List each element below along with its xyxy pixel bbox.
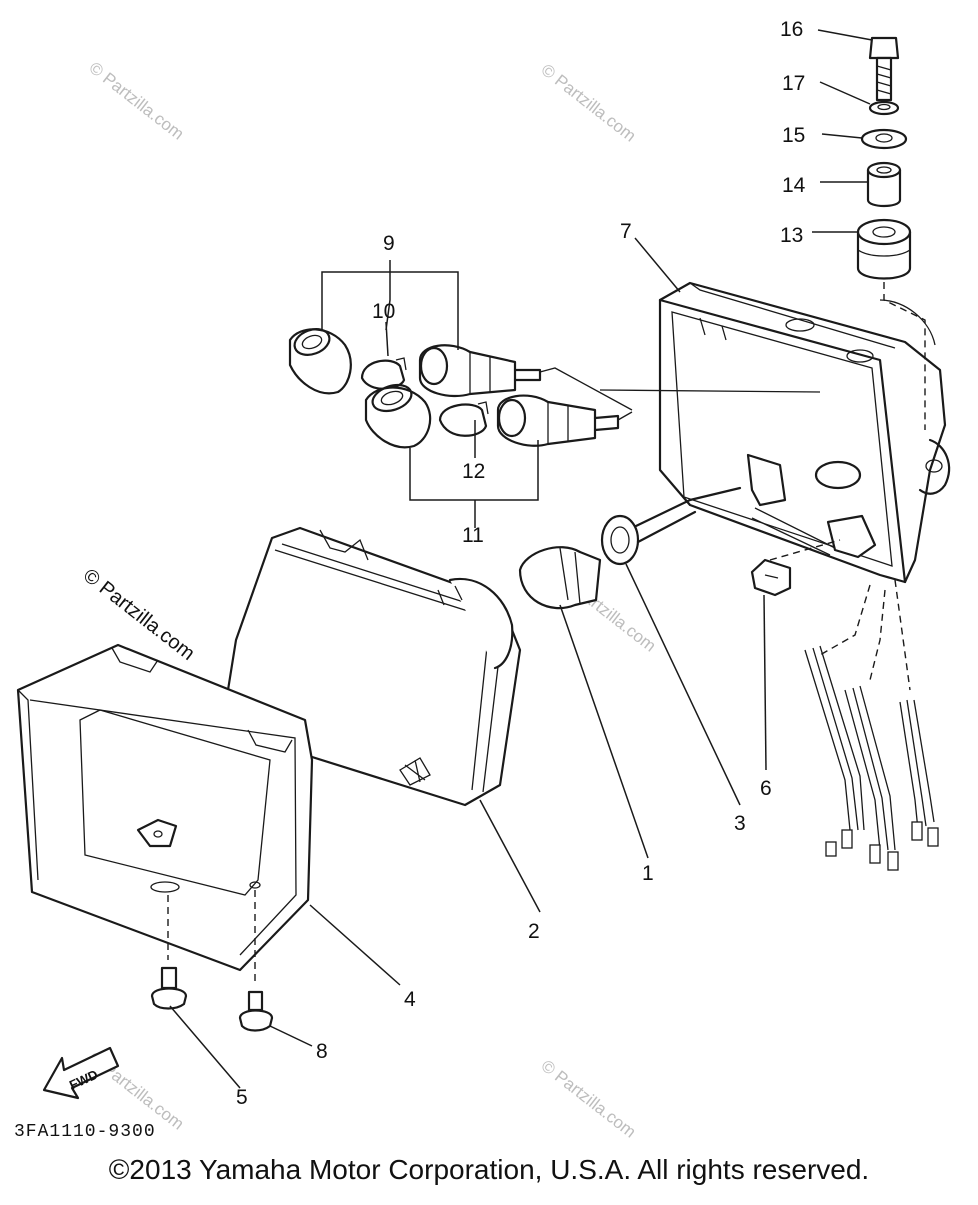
callout-8: 8 bbox=[316, 1040, 328, 1063]
diagram-code: 3FA1110-9300 bbox=[14, 1122, 156, 1142]
callout-15: 15 bbox=[782, 124, 805, 147]
watermark: © Partzilla.com bbox=[538, 1056, 640, 1142]
part-11-bulb-socket-lower bbox=[364, 383, 432, 449]
leader-lines bbox=[169, 29, 873, 1089]
part-3-bulb-socket bbox=[600, 486, 742, 566]
callout-12: 12 bbox=[462, 460, 485, 483]
part-1-headlight-bulb bbox=[518, 546, 602, 610]
copyright-notice: ©2013 Yamaha Motor Corporation, U.S.A. A… bbox=[108, 1154, 870, 1185]
callout-2: 2 bbox=[528, 920, 540, 943]
callout-13: 13 bbox=[780, 224, 803, 247]
callout-14: 14 bbox=[782, 174, 806, 197]
part-15-washer bbox=[860, 128, 908, 150]
assembly-line bbox=[769, 539, 841, 561]
callout-5: 5 bbox=[236, 1086, 248, 1109]
watermark: © Partzilla.com bbox=[86, 58, 188, 144]
part-9-socket-holder-upper bbox=[418, 344, 542, 398]
callout-9: 9 bbox=[383, 232, 395, 255]
part-16-bolt bbox=[868, 36, 900, 102]
callouts: 1 2 3 4 5 6 7 8 9 10 11 12 13 14 15 16 1… bbox=[236, 18, 806, 1109]
part-10-bulb-upper bbox=[360, 357, 407, 390]
wire-harness bbox=[804, 579, 939, 871]
part-13-grommet bbox=[856, 218, 912, 280]
socket-wire bbox=[539, 367, 633, 421]
callout-4: 4 bbox=[404, 988, 416, 1011]
part-5-screw bbox=[150, 966, 188, 1010]
watermark-dark: © Partzilla.com bbox=[79, 565, 199, 665]
callout-11: 11 bbox=[462, 524, 484, 547]
part-9-bulb-socket-upper bbox=[288, 328, 352, 395]
part-12-bulb-lower bbox=[438, 401, 489, 437]
part-14-collar bbox=[866, 161, 902, 208]
callout-17: 17 bbox=[782, 72, 805, 95]
part-7-headlight-housing bbox=[658, 281, 951, 584]
callout-10: 10 bbox=[372, 300, 395, 323]
bracket-11 bbox=[409, 440, 539, 501]
part-11-socket-holder-lower bbox=[496, 394, 620, 447]
part-4-headlight-case bbox=[16, 643, 314, 972]
callout-6: 6 bbox=[760, 777, 772, 800]
part-8-screw bbox=[238, 990, 274, 1032]
assembly-line bbox=[883, 282, 926, 430]
watermark: © Partzilla.com bbox=[538, 60, 640, 146]
callout-3: 3 bbox=[734, 812, 746, 835]
callout-16: 16 bbox=[780, 18, 803, 41]
part-6-nut bbox=[750, 558, 792, 597]
callout-1: 1 bbox=[642, 862, 654, 885]
fwd-arrow: FWD bbox=[42, 1046, 120, 1100]
part-17-lock-washer bbox=[868, 100, 900, 116]
socket-wire bbox=[599, 389, 821, 393]
callout-7: 7 bbox=[620, 220, 632, 243]
